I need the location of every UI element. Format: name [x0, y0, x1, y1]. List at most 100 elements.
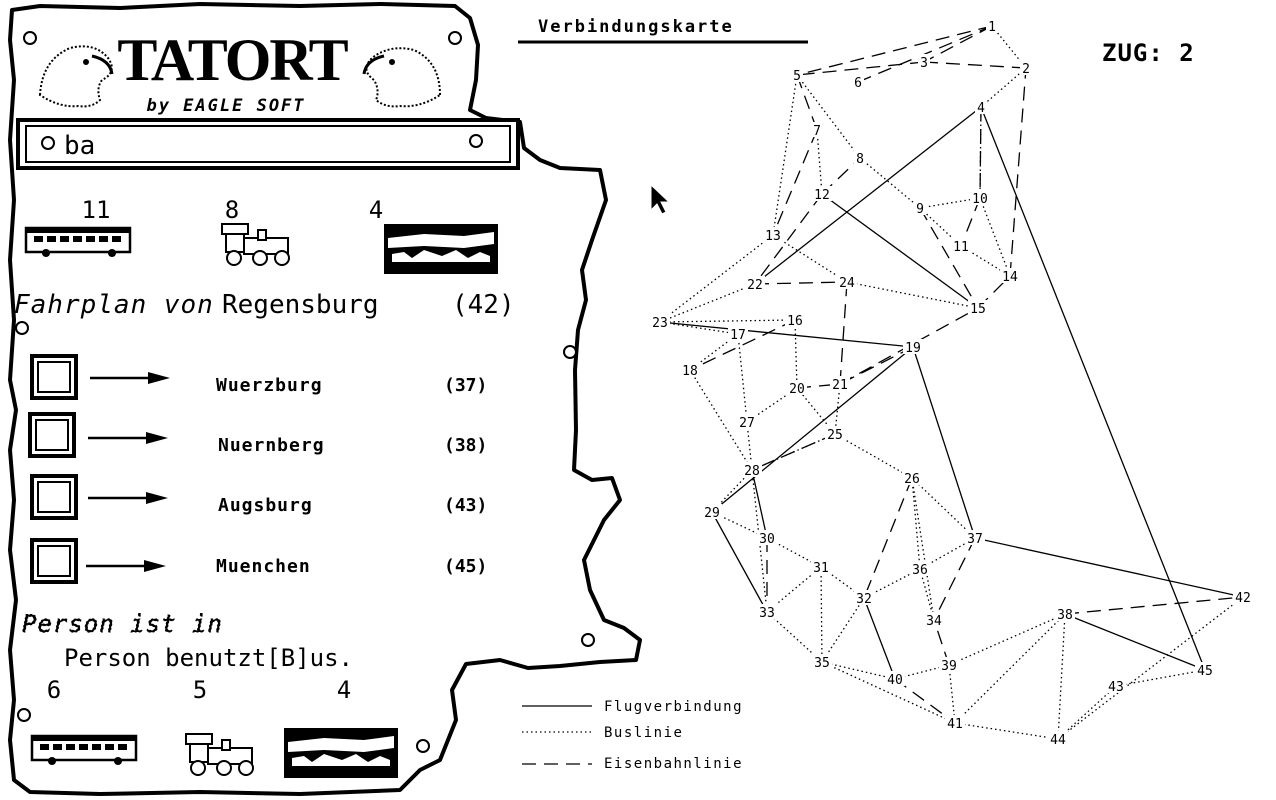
legend-rail-label: Eisenbahnlinie [604, 756, 743, 772]
map-node-bg [811, 559, 831, 574]
map-node-29[interactable]: 29 [704, 506, 720, 521]
map-node-25[interactable]: 25 [827, 428, 843, 443]
map-node-bg [885, 671, 905, 686]
map-node-11[interactable]: 11 [953, 240, 969, 255]
map-node-bg [650, 314, 670, 329]
flight-edge [751, 469, 768, 539]
destination-name: Nuernberg [218, 435, 325, 456]
map-node-bg [852, 74, 864, 89]
bus-edge [737, 333, 748, 423]
map-node-bg [903, 339, 923, 354]
map-node-31[interactable]: 31 [813, 561, 829, 576]
destination-row[interactable]: Muenchen (45) [30, 538, 487, 584]
bus-edge [659, 319, 796, 323]
train-ticket-count: 4 [369, 196, 383, 224]
map-node-bg [811, 122, 823, 137]
map-node-43[interactable]: 43 [1108, 680, 1124, 695]
bus-icon [30, 734, 138, 765]
arrow-right-icon [88, 432, 168, 444]
map-node-22[interactable]: 22 [747, 278, 763, 293]
destination-row[interactable]: Wuerzburg (37) [30, 354, 487, 400]
rail-edge [863, 477, 913, 599]
map-node-bg [812, 654, 832, 669]
map-node-12[interactable]: 12 [814, 188, 830, 203]
map-node-37[interactable]: 37 [967, 532, 983, 547]
map-node-40[interactable]: 40 [887, 673, 903, 688]
map-node-bg [763, 227, 783, 242]
arrow-right-icon [88, 492, 168, 504]
destination-name: Wuerzburg [216, 375, 323, 396]
rivet-icon [15, 321, 29, 335]
map-node-38[interactable]: 38 [1057, 608, 1073, 623]
map-node-44[interactable]: 44 [1050, 733, 1066, 748]
map-node-17[interactable]: 17 [730, 328, 746, 343]
destination-name: Augsburg [218, 495, 313, 516]
bus-ticket-count: 6 [47, 676, 61, 704]
map-node-bg [757, 604, 777, 619]
rail-edge [772, 129, 818, 236]
map-node-41[interactable]: 41 [947, 717, 963, 732]
map-node-32[interactable]: 32 [856, 592, 872, 607]
command-input[interactable]: ba [16, 118, 520, 170]
schedule-header: Fahrplan von Regensburg (42) [14, 290, 515, 320]
map-node-21[interactable]: 21 [832, 378, 848, 393]
rail-edge [754, 281, 848, 285]
map-node-18[interactable]: 18 [682, 364, 698, 379]
map-node-27[interactable]: 27 [739, 416, 755, 431]
map-node-bg [825, 426, 845, 441]
map-node-28[interactable]: 28 [744, 464, 760, 479]
map-node-42[interactable]: 42 [1235, 591, 1251, 606]
taxi-ticket-count: 8 [225, 196, 239, 224]
map-node-45[interactable]: 45 [1197, 664, 1213, 679]
map-node-39[interactable]: 39 [941, 659, 957, 674]
map-node-30[interactable]: 30 [759, 532, 775, 547]
bus-edge [919, 207, 962, 247]
flight-edge [974, 537, 1244, 598]
bus-edge [821, 661, 896, 680]
map-node-35[interactable]: 35 [814, 656, 830, 671]
map-node-34[interactable]: 34 [926, 614, 942, 629]
map-node-33[interactable]: 33 [759, 606, 775, 621]
map-node-6[interactable]: 6 [854, 76, 862, 91]
bus-edge [948, 613, 1066, 666]
map-node-20[interactable]: 20 [789, 382, 805, 397]
map-node-14[interactable]: 14 [1002, 270, 1018, 285]
map-node-3[interactable]: 3 [920, 56, 928, 71]
schedule-city: Regensburg [222, 290, 379, 320]
map-node-15[interactable]: 15 [970, 302, 986, 317]
map-node-bg [975, 99, 987, 114]
taxi-icon [221, 223, 290, 266]
map-node-2[interactable]: 2 [1022, 62, 1030, 77]
logo: TATORT by EAGLE SOFT [38, 27, 442, 116]
map-node-10[interactable]: 10 [972, 192, 988, 207]
map-node-1[interactable]: 1 [988, 20, 996, 35]
rail-edge [839, 281, 848, 385]
map-node-26[interactable]: 26 [904, 472, 920, 487]
rail-edge [796, 61, 925, 76]
rail-edge [751, 433, 836, 471]
map-node-bg [918, 54, 930, 69]
map-node-9[interactable]: 9 [916, 202, 924, 217]
flight-edge [711, 511, 768, 613]
map-node-8[interactable]: 8 [856, 152, 864, 167]
map-node-7[interactable]: 7 [813, 124, 821, 139]
map-node-36[interactable]: 36 [912, 563, 928, 578]
destination-id: (38) [444, 435, 487, 456]
bus-edge [1115, 669, 1206, 687]
map-node-bg [785, 312, 805, 327]
flight-edge [711, 346, 914, 513]
map-node-24[interactable]: 24 [839, 276, 855, 291]
map-header: Verbindungskarte ZUG: 2 [518, 17, 1194, 67]
map-node-13[interactable]: 13 [765, 229, 781, 244]
map-node-23[interactable]: 23 [652, 316, 668, 331]
mouse-cursor-icon [650, 183, 671, 215]
map-node-19[interactable]: 19 [905, 341, 921, 356]
bus-ticket-count: 11 [82, 196, 111, 224]
map-node-4[interactable]: 4 [977, 101, 985, 116]
destination-row[interactable]: Augsburg (43) [30, 474, 487, 520]
destination-row[interactable]: Nuernberg (38) [28, 412, 487, 458]
map-node-16[interactable]: 16 [787, 314, 803, 329]
map-node-5[interactable]: 5 [793, 69, 801, 84]
